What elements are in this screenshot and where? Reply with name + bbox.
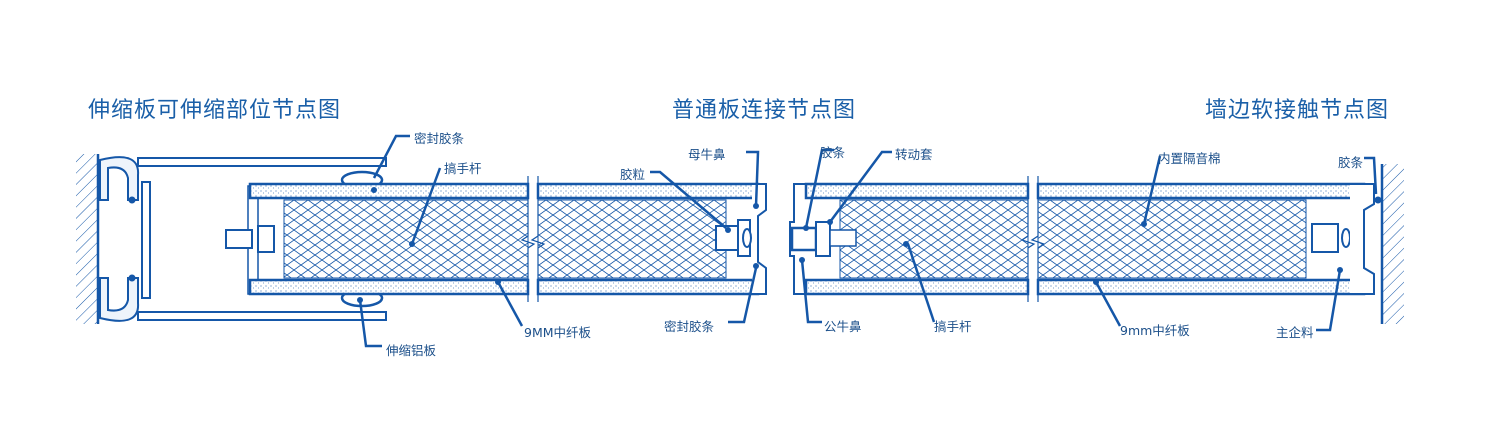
label-male-nose: 公牛鼻 (824, 319, 862, 334)
leader-lines (358, 134, 1378, 348)
label-female-nose: 母牛鼻 (688, 147, 726, 162)
label-9mm-board-right: 9mm中纤板 (1120, 323, 1190, 338)
left-wall (76, 154, 100, 324)
label-rubber-strip-2: 胶条 (1338, 155, 1364, 170)
label-seal-strip-2: 密封胶条 (664, 319, 715, 334)
label-insulation: 内置隔音棉 (1158, 151, 1221, 166)
title-telescopic-node: 伸缩板可伸缩部位节点图 (88, 98, 342, 123)
label-rubber-strip: 胶条 (820, 145, 846, 160)
leader-dots (357, 187, 1343, 303)
label-main-profile: 主企料 (1276, 325, 1314, 340)
title-wall-soft-contact-node: 墙边软接触节点图 (1205, 98, 1390, 123)
label-rotating-sleeve: 转动套 (895, 147, 933, 162)
panel-left-half (248, 176, 767, 302)
label-rubber-bead: 胶粒 (620, 167, 646, 182)
label-aluminum-plate: 伸缩铝板 (386, 343, 437, 358)
label-handle-rod-2: 搞手杆 (934, 319, 972, 334)
right-wall (1380, 164, 1404, 324)
title-standard-connection-node: 普通板连接节点图 (672, 98, 857, 123)
label-9mm-board-left: 9MM中纤板 (524, 325, 592, 340)
label-seal-strip: 密封胶条 (414, 131, 465, 146)
label-handle-rod: 搞手杆 (444, 161, 482, 176)
panel-right-half (789, 176, 1382, 302)
